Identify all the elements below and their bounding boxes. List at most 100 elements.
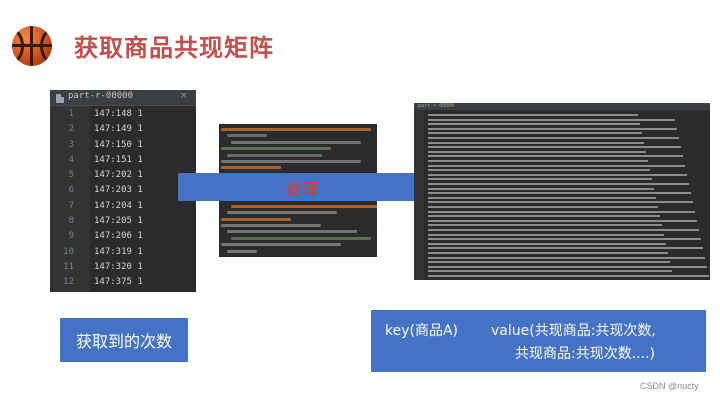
output-tab-label: part-r-00000 xyxy=(418,103,455,109)
line-number: 6 xyxy=(68,185,74,196)
row-value: 147:202 1 xyxy=(94,170,143,181)
file-icon xyxy=(56,94,64,103)
row-value: 147:319 1 xyxy=(94,246,143,257)
line-number: 4 xyxy=(68,154,74,165)
line-number: 8 xyxy=(68,216,74,227)
output-line xyxy=(428,164,685,167)
code-line xyxy=(231,140,361,144)
output-gutter xyxy=(414,110,424,280)
output-line xyxy=(428,201,693,204)
file-row: 8 147:205 1 xyxy=(50,216,196,231)
file-row: 1 147:148 1 xyxy=(50,109,196,124)
output-line xyxy=(428,118,675,121)
code-line xyxy=(221,243,341,247)
close-icon[interactable]: × xyxy=(180,91,188,101)
line-number: 9 xyxy=(68,231,74,242)
count-result-box: 获取到的次数 xyxy=(60,318,188,362)
output-line xyxy=(428,183,689,185)
line-number: 3 xyxy=(68,139,74,150)
output-line xyxy=(428,160,648,162)
output-line xyxy=(428,114,638,116)
output-line xyxy=(428,206,658,208)
output-line xyxy=(428,270,672,273)
line-number: 7 xyxy=(68,200,74,211)
file-row: 6 147:203 1 xyxy=(50,185,196,200)
output-line xyxy=(428,229,699,231)
output-tab: part-r-00000 xyxy=(414,103,710,110)
output-line xyxy=(428,219,697,222)
line-number-gutter xyxy=(50,106,90,292)
output-line xyxy=(428,123,640,126)
row-value: 147:149 1 xyxy=(94,124,143,135)
value-label-line1: value(共现商品:共现次数, xyxy=(491,323,656,339)
output-line xyxy=(428,238,701,241)
output-line xyxy=(428,173,687,176)
output-line xyxy=(428,132,642,135)
output-line xyxy=(428,252,668,254)
code-line xyxy=(221,128,371,131)
line-number: 12 xyxy=(63,277,74,288)
output-line xyxy=(428,127,677,130)
code-line xyxy=(221,224,321,227)
output-line xyxy=(428,187,654,190)
line-number: 11 xyxy=(63,261,74,272)
watermark: CSDN @nucty xyxy=(640,381,699,391)
code-line xyxy=(227,211,337,215)
value-label-line2: 共现商品:共现次数....) xyxy=(515,346,655,362)
file-row: 7 147:204 1 xyxy=(50,201,196,216)
row-value: 147:148 1 xyxy=(94,109,143,119)
output-line xyxy=(428,275,709,277)
output-line xyxy=(428,150,646,153)
file-row: 2 147:149 1 xyxy=(50,124,196,139)
output-line xyxy=(428,196,656,199)
output-line xyxy=(428,155,683,158)
output-line xyxy=(428,137,679,139)
output-line xyxy=(428,261,670,264)
output-line xyxy=(428,247,703,250)
output-line xyxy=(428,215,660,218)
code-line xyxy=(221,166,281,170)
line-number: 10 xyxy=(63,246,74,257)
process-label: 处理 xyxy=(286,180,319,199)
output-line xyxy=(428,224,662,227)
code-line xyxy=(227,153,322,157)
basketball-icon xyxy=(12,26,52,66)
page-title: 获取商品共现矩阵 xyxy=(74,34,274,62)
code-line xyxy=(227,230,357,234)
output-line xyxy=(428,233,664,236)
line-number: 5 xyxy=(68,170,74,181)
output-line xyxy=(428,192,691,195)
output-line xyxy=(428,265,707,268)
code-line xyxy=(221,160,361,163)
code-line xyxy=(227,134,267,138)
file-tab[interactable]: part-r-00000 × xyxy=(50,90,196,106)
output-line xyxy=(428,242,666,245)
code-line xyxy=(231,204,377,208)
row-value: 147:204 1 xyxy=(94,200,143,211)
key-label: key(商品A) xyxy=(385,323,459,339)
output-file-screenshot: part-r-00000 xyxy=(414,103,710,280)
output-line xyxy=(428,256,705,259)
line-number: 1 xyxy=(68,109,74,119)
file-row: 5 147:202 1 xyxy=(50,170,196,185)
output-line xyxy=(428,210,695,213)
file-row: 10 147:319 1 xyxy=(50,247,196,262)
code-line xyxy=(221,217,291,221)
line-number: 2 xyxy=(68,124,74,135)
output-line xyxy=(428,141,644,144)
process-arrow xyxy=(178,159,454,215)
key-value-box: key(商品A) value(共现商品:共现次数, 共现商品:共现次数....) xyxy=(371,310,706,372)
code-line xyxy=(231,236,371,240)
row-value: 147:203 1 xyxy=(94,185,143,196)
row-value: 147:375 1 xyxy=(94,277,143,288)
file-row: 4 147:151 1 xyxy=(50,155,196,170)
row-value: 147:151 1 xyxy=(94,154,143,165)
file-tab-label: part-r-00000 xyxy=(68,91,134,101)
output-line xyxy=(428,146,681,149)
row-value: 147:205 1 xyxy=(94,216,143,227)
